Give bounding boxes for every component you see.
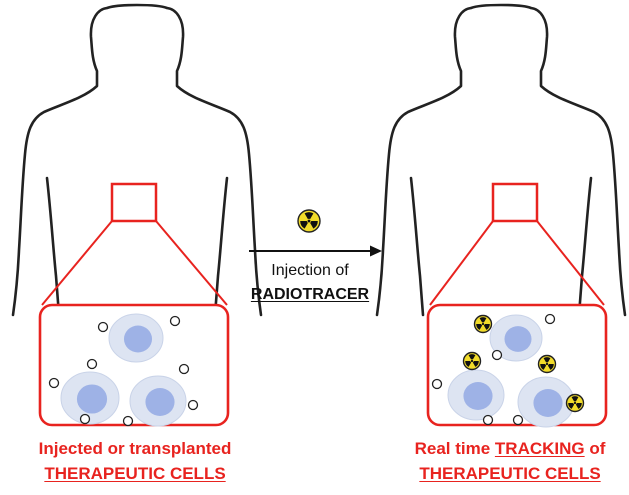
injection-arrow-group [249,209,382,257]
cell-nucleus [504,326,532,352]
cell-group [48,313,199,427]
tracer-trefoil-blade [575,403,582,409]
tracer-core [481,322,485,326]
empty-particle-icon [544,313,556,325]
tracer-trefoil-blade [547,364,554,370]
arrow-label-line1: Injection of [271,262,349,279]
zoom-line-left [429,220,494,306]
left-caption-line1: Injected or transplanted [38,439,232,458]
right-body-figure [375,3,627,428]
cell-icon [129,375,187,427]
radiation-symbol-icon [462,351,482,371]
cell-nucleus [76,384,108,414]
left-body-figure [11,3,263,427]
tracer-core [470,359,474,363]
arrow-head [370,245,382,257]
region-of-interest-box [110,182,158,223]
radiation-symbol-icon [297,209,321,233]
right-caption-line1: Real time TRACKING of [392,438,628,459]
tracer-core [545,362,549,366]
tracer-trefoil-blade [479,317,487,323]
empty-particle-icon [482,414,494,426]
right-caption-prefix: Real time [414,439,495,458]
right-caption-suffix: of [584,439,606,458]
tracer-trefoil-blade [540,364,547,370]
human-silhouette-icon [11,3,263,317]
radiation-symbol-icon [297,209,321,233]
cell-nucleus [123,325,153,353]
empty-particle-icon [169,315,181,327]
cell-icon [60,371,120,425]
empty-particle-icon [48,377,60,389]
radiation-symbol-icon [565,393,585,413]
empty-particle-icon [97,321,109,333]
empty-particle-icon [512,414,524,426]
zoom-line-right [536,220,605,306]
tracer-core [307,219,311,223]
tracer-trefoil-blade [571,396,579,402]
empty-particle-icon [187,399,199,411]
tracer-trefoil-blade [468,354,476,360]
cell-nucleus [463,382,493,410]
empty-particle-icon [431,378,443,390]
cell-icon [108,313,164,363]
left-caption-line2: THERAPEUTIC CELLS [44,464,226,483]
cell-icon [489,314,543,362]
region-of-interest-box [491,182,539,223]
empty-particle-icon [122,415,134,427]
tracer-trefoil-blade [483,324,490,330]
radiation-symbol-icon [473,314,493,334]
radiation-symbol-icon [537,354,557,374]
cell-icon [517,376,575,428]
tracer-trefoil-blade [310,221,318,229]
cell-icon [447,369,505,421]
tracer-trefoil-blade [568,403,575,409]
zoom-line-left [41,220,113,306]
tracer-trefoil-blade [304,212,314,220]
cell-group [431,313,585,428]
right-caption-emphasis: TRACKING [494,439,585,458]
tracer-trefoil-blade [300,221,308,229]
cell-nucleus [533,389,563,417]
tracer-trefoil-blade [476,324,483,330]
tracer-trefoil-blade [465,361,472,367]
empty-particle-icon [79,413,91,425]
empty-particle-icon [86,358,98,370]
arrow-label-line2: RADIOTRACER [250,286,370,303]
human-silhouette-icon [375,3,627,317]
empty-particle-icon [178,363,190,375]
empty-particle-icon [491,349,503,361]
tracer-core [573,401,577,405]
tracer-trefoil-blade [543,357,551,363]
right-caption-line2: THERAPEUTIC CELLS [419,464,601,483]
cell-nucleus [145,388,175,416]
tracer-trefoil-blade [472,361,479,367]
zoom-line-right [155,220,228,306]
